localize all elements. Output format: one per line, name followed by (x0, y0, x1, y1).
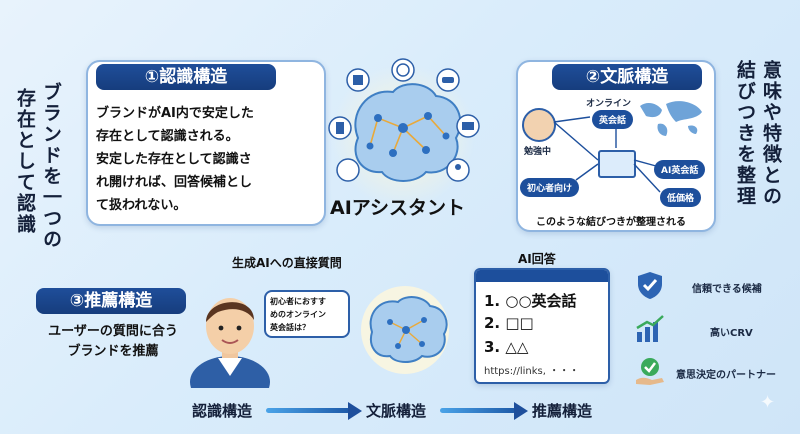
student-avatar (522, 108, 556, 142)
flow-arrow-1 (266, 408, 350, 413)
recognition-body-line: て扱われない。 (96, 198, 187, 213)
context-title: ②文脈構造 (552, 64, 702, 90)
recognition-body-line: 存在として認識される。 (96, 129, 239, 144)
recognition-title: ①認識構造 (96, 64, 276, 90)
recognition-body-line: れ開ければ、回答候補とし (96, 175, 253, 190)
flow-arrow-head-2 (514, 402, 528, 420)
ai-brain-illustration (328, 58, 480, 208)
answer-link: https://links, ・・・ (484, 366, 580, 377)
small-brain-icon (361, 286, 449, 374)
question-header: 生成AIへの直接質問 (232, 256, 342, 270)
monitor-icon (598, 150, 636, 178)
left-vertical-line-1: ブランドを一つの (40, 82, 62, 250)
answer-item-1: 1. ○○英会話 (484, 292, 577, 310)
user-avatar (190, 298, 270, 388)
benefit-label-1: 信頼できる候補 (692, 284, 762, 295)
tag-beginner: 初心者向け (520, 178, 580, 197)
handshake-check-icon (636, 358, 664, 385)
flow-arrow-head-1 (348, 402, 362, 420)
flow-arrow-2 (440, 408, 516, 413)
answer-item-2: 2. □□ (484, 314, 534, 332)
student-label: 勉強中 (524, 147, 552, 157)
benefit-label-3: 意思決定のパートナー (676, 370, 776, 381)
tag-ai-eikaiwa: AI英会話 (654, 160, 706, 179)
flow-step-3: 推薦構造 (532, 402, 593, 420)
recognition-body: ブランドがAI内で安定した 存在として認識される。 安定した存在として認識さ れ… (96, 102, 318, 217)
left-vertical-line-2: 存在として認識 (14, 88, 36, 235)
recommendation-desc-line: ブランドを推薦 (67, 344, 159, 359)
world-map-icon (640, 101, 702, 136)
answer-window-titlebar (476, 270, 608, 282)
question-bubble-line: 英会話は？ (270, 323, 310, 332)
question-bubble-line: 初心者におすす (270, 297, 326, 306)
sparkle-icon: ✦ (760, 392, 776, 413)
tag-low-price: 低価格 (660, 188, 702, 207)
recommendation-desc: ユーザーの質問に合う ブランドを推薦 (38, 322, 188, 362)
recommendation-title: ③推薦構造 (36, 288, 186, 314)
shield-check-icon (638, 272, 662, 299)
recommendation-desc-line: ユーザーの質問に合う (48, 324, 178, 339)
ai-assistant-title: AIアシスタント (330, 197, 466, 219)
recognition-body-line: ブランドがAI内で安定した (96, 106, 254, 121)
answer-item-3: 3. △△ (484, 338, 529, 356)
question-bubble: 初心者におすす めのオンライン 英会話は？ (264, 290, 350, 338)
flow-step-1: 認識構造 (192, 402, 253, 420)
flow-step-2: 文脈構造 (366, 402, 427, 420)
right-vertical-line-1: 意味や特徴との (760, 60, 782, 207)
context-caption: このような結びつきが整理される (536, 217, 686, 228)
recognition-body-line: 安定した存在として認識さ (96, 152, 252, 167)
context-connection-lines (553, 116, 661, 193)
answer-window (474, 268, 610, 384)
benefit-label-2: 高いCRV (710, 328, 753, 339)
answer-header: AI回答 (518, 252, 556, 266)
question-bubble-line: めのオンライン (270, 310, 326, 319)
tag-eikaiwa: 英会話 (592, 110, 634, 129)
right-vertical-line-2: 結びつきを整理 (734, 60, 756, 207)
online-label: オンライン (586, 99, 632, 109)
growth-chart-icon (636, 315, 664, 342)
